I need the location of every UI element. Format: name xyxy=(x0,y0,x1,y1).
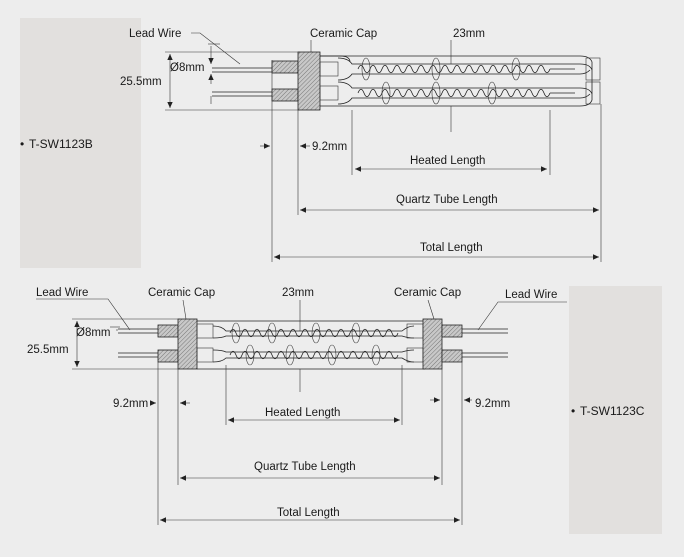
tube-diameter-label-bottom: 23mm xyxy=(282,287,314,299)
model-name-top: T-SW1123B xyxy=(29,137,93,151)
bottom-dimensions: Lead Wire Ceramic Cap 23mm Ceramic Cap L… xyxy=(27,287,567,525)
lead-wire-label-right: Lead Wire xyxy=(505,289,557,301)
ceramic-cap-top xyxy=(297,51,321,111)
total-length-label-bottom: Total Length xyxy=(277,507,340,519)
height-label-bottom: 25.5mm xyxy=(27,344,69,356)
heated-length-label-top: Heated Length xyxy=(410,155,485,167)
wire-diameter-label-top: Ø8mm xyxy=(170,62,205,74)
model-panel-top xyxy=(20,18,141,268)
model-name-bottom: T-SW1123C xyxy=(580,404,645,418)
quartz-tube-length-label-bottom: Quartz Tube Length xyxy=(254,461,356,473)
cap-width-label-left: 9.2mm xyxy=(113,398,148,410)
model-bullet-bottom: • xyxy=(571,404,575,418)
cap-width-label-top: 9.2mm xyxy=(312,141,347,153)
tube-diameter-label-top: 23mm xyxy=(453,28,485,40)
quartz-tube-length-label-top: Quartz Tube Length xyxy=(396,194,498,206)
bottom-heater xyxy=(118,318,508,370)
cap-width-label-right: 9.2mm xyxy=(475,398,510,410)
ceramic-cap-label-top: Ceramic Cap xyxy=(310,28,377,40)
heated-length-label-bottom: Heated Length xyxy=(265,407,340,419)
lead-wire-label-top: Lead Wire xyxy=(129,28,181,40)
total-length-label-top: Total Length xyxy=(420,242,483,254)
model-label-top: • xyxy=(20,137,24,151)
wire-diameter-label-bottom: Ø8mm xyxy=(76,327,111,339)
model-panel-bottom xyxy=(569,286,662,534)
top-heater xyxy=(212,51,601,111)
ceramic-cap-label-left: Ceramic Cap xyxy=(148,287,215,299)
height-label-top: 25.5mm xyxy=(120,76,162,88)
ceramic-cap-label-right: Ceramic Cap xyxy=(394,287,461,299)
ceramic-cap-right xyxy=(422,318,443,370)
top-dimensions: Lead Wire Ceramic Cap 23mm Ø8mm 25.5mm 9… xyxy=(120,28,602,262)
ceramic-cap-left xyxy=(177,318,198,370)
lead-wire-label-left: Lead Wire xyxy=(36,287,88,299)
